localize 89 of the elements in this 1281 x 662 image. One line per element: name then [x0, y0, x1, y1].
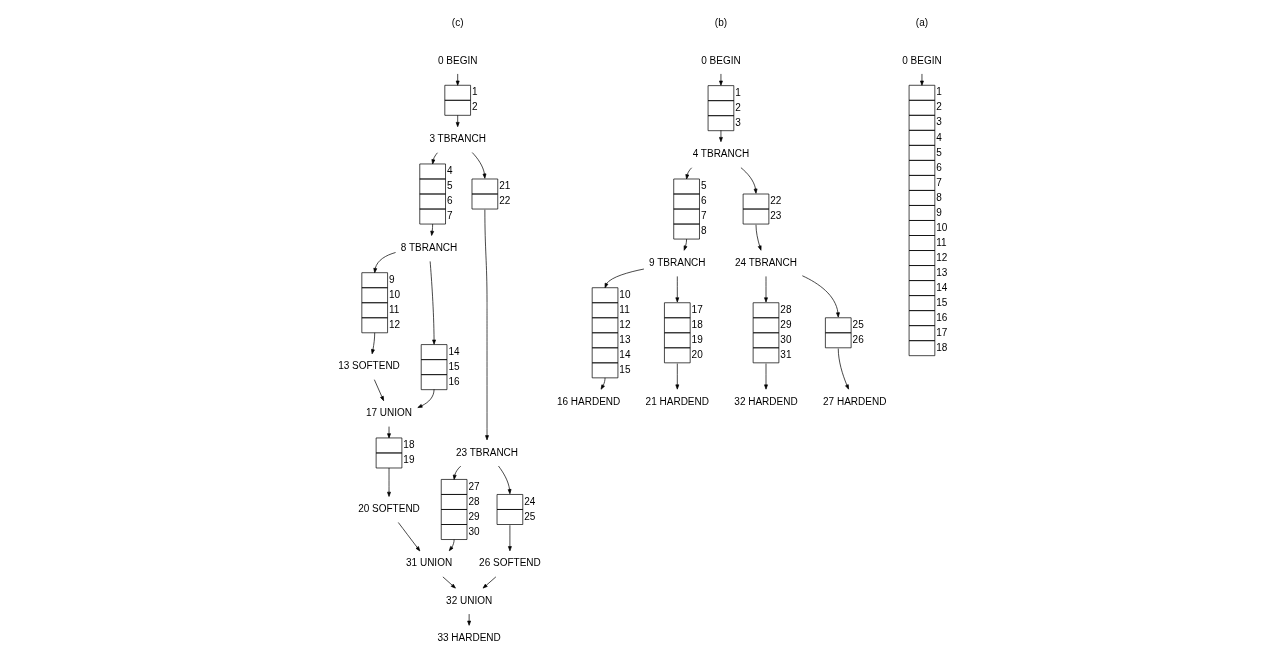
node-label: 10 [618, 288, 630, 300]
node-label: 17 [935, 326, 947, 338]
label: (b) [714, 17, 727, 29]
node-label: 20 [691, 348, 703, 360]
label: (c) [451, 17, 464, 29]
node-label: 12 [935, 251, 947, 263]
node-label: 11 [935, 236, 947, 248]
node-label: 15 [935, 296, 947, 308]
node-label: 7 [446, 210, 453, 222]
node-text: 3 TBRANCH [428, 133, 486, 145]
node-text: 8 TBRANCH [400, 242, 457, 254]
node-text: 0 BEGIN [437, 54, 477, 66]
node-label: 10 [935, 221, 947, 233]
node-label: 5 [700, 180, 706, 192]
node-text: 27 HARDEND [822, 395, 886, 407]
node-label: 14 [447, 345, 460, 357]
node-label: 7 [700, 210, 706, 222]
node-label: 11 [388, 303, 399, 315]
node-label: 16 [935, 311, 947, 323]
node-label: 18 [691, 318, 703, 330]
node-label: 12 [618, 318, 630, 330]
node-label: 30 [779, 333, 791, 345]
node-label: 4 [935, 131, 942, 143]
node-label: 29 [467, 510, 480, 522]
node-text: 26 SOFTEND [478, 557, 541, 569]
label: (a) [915, 17, 928, 29]
node-label: 28 [467, 495, 480, 507]
node-label: 5 [935, 146, 942, 158]
node-label: 13 [618, 333, 630, 345]
node-label: 8 [700, 225, 706, 237]
node-label: 7 [935, 176, 942, 188]
node-text: 17 UNION [365, 407, 412, 419]
node-label: 1 [935, 86, 942, 98]
node-label: 28 [779, 303, 791, 315]
node-label: 1 [471, 86, 478, 98]
node-label: 8 [935, 191, 942, 203]
node-label: 27 [467, 480, 480, 492]
node-label: 19 [402, 454, 414, 466]
node-label: 6 [700, 195, 706, 207]
node-text: 33 HARDEND [436, 631, 501, 643]
node-text: 20 SOFTEND [357, 503, 420, 515]
node-text: 16 HARDEND [556, 395, 620, 407]
node-text: 32 HARDEND [733, 395, 798, 407]
node-label: 2 [734, 101, 741, 113]
node-label: 9 [388, 273, 395, 285]
node-label: 23 [769, 210, 781, 222]
node-text: 31 UNION [405, 557, 452, 569]
node-text: 23 TBRANCH [455, 446, 518, 458]
node-label: 3 [935, 116, 942, 128]
node-label: 11 [618, 303, 630, 315]
node-text: 9 TBRANCH [648, 257, 706, 269]
node-label: 2 [935, 101, 942, 113]
node-label: 12 [388, 318, 400, 330]
node-label: 22 [498, 195, 510, 207]
node-label: 3 [734, 116, 741, 128]
node-text: 21 HARDEND [645, 395, 709, 407]
node-label: 17 [691, 303, 703, 315]
node-label: 9 [935, 206, 942, 218]
node-label: 15 [618, 363, 630, 375]
node-label: 10 [388, 288, 400, 300]
node-text: 13 SOFTEND [337, 360, 400, 372]
node-label: 19 [691, 333, 703, 345]
node-label: 21 [498, 180, 510, 192]
node-text: 4 TBRANCH [692, 148, 749, 160]
node-label: 26 [852, 333, 864, 345]
node-label: 6 [935, 161, 942, 173]
node-label: 14 [618, 348, 630, 360]
node-label: 24 [523, 495, 535, 507]
node-label: 29 [779, 318, 791, 330]
node-label: 18 [935, 341, 947, 353]
node-label: 2 [471, 101, 478, 113]
node-label: 14 [935, 281, 947, 293]
node-label: 25 [852, 318, 864, 330]
node-label: 1 [734, 86, 741, 98]
node-label: 15 [447, 360, 460, 372]
node-label: 4 [446, 165, 453, 177]
node-label: 25 [523, 510, 535, 522]
node-label: 13 [935, 266, 947, 278]
node-label: 16 [447, 375, 460, 387]
node-text: 24 TBRANCH [734, 257, 797, 269]
node-label: 6 [446, 195, 453, 207]
node-label: 22 [769, 195, 781, 207]
node-label: 31 [779, 348, 791, 360]
node-label: 30 [467, 525, 480, 537]
node-label: 5 [446, 180, 453, 192]
node-text: 0 BEGIN [901, 54, 942, 66]
node-label: 18 [402, 439, 414, 451]
node-text: 32 UNION [445, 594, 492, 606]
node-text: 0 BEGIN [700, 54, 741, 66]
